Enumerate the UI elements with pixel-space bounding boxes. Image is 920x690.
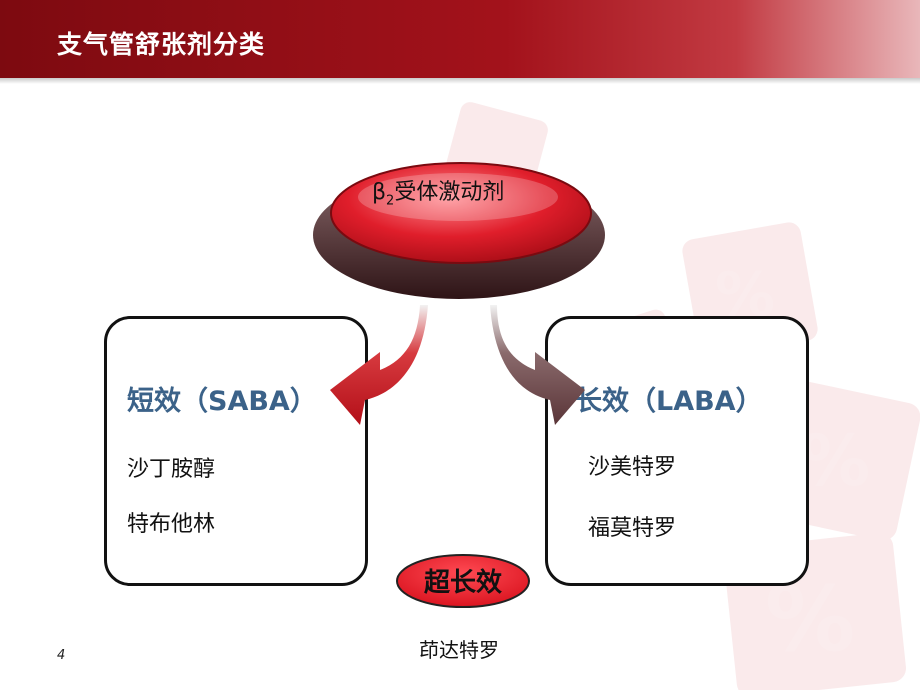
long-acting-box: 长效（LABA） 沙美特罗 福莫特罗 <box>545 316 809 586</box>
left-arrow-icon <box>330 305 428 425</box>
right-arrow-icon <box>490 305 585 425</box>
beta2-agonist-button[interactable] <box>308 155 610 305</box>
short-acting-box: 短效（SABA） 沙丁胺醇 特布他林 <box>104 316 368 586</box>
page-number: 4 <box>57 648 66 663</box>
long-acting-item-1: 沙美特罗 <box>588 455 677 480</box>
slide-title: 支气管舒张剂分类 <box>57 30 266 59</box>
ultra-long-acting-item-1: 茚达特罗 <box>419 638 499 662</box>
beta2-agonist-label: β2受体激动剂 <box>372 180 505 209</box>
slide-header: 支气管舒张剂分类 <box>0 0 920 84</box>
short-acting-item-1: 沙丁胺醇 <box>127 457 216 482</box>
ultra-long-acting-button[interactable] <box>394 553 532 609</box>
short-acting-heading: 短效（SABA） <box>127 386 317 417</box>
long-acting-heading: 长效（LABA） <box>575 386 763 417</box>
ultra-long-acting-label: 超长效 <box>423 568 502 598</box>
short-acting-item-2: 特布他林 <box>127 512 216 537</box>
svg-text:%: % <box>800 420 870 502</box>
long-acting-item-2: 福莫特罗 <box>588 516 677 541</box>
